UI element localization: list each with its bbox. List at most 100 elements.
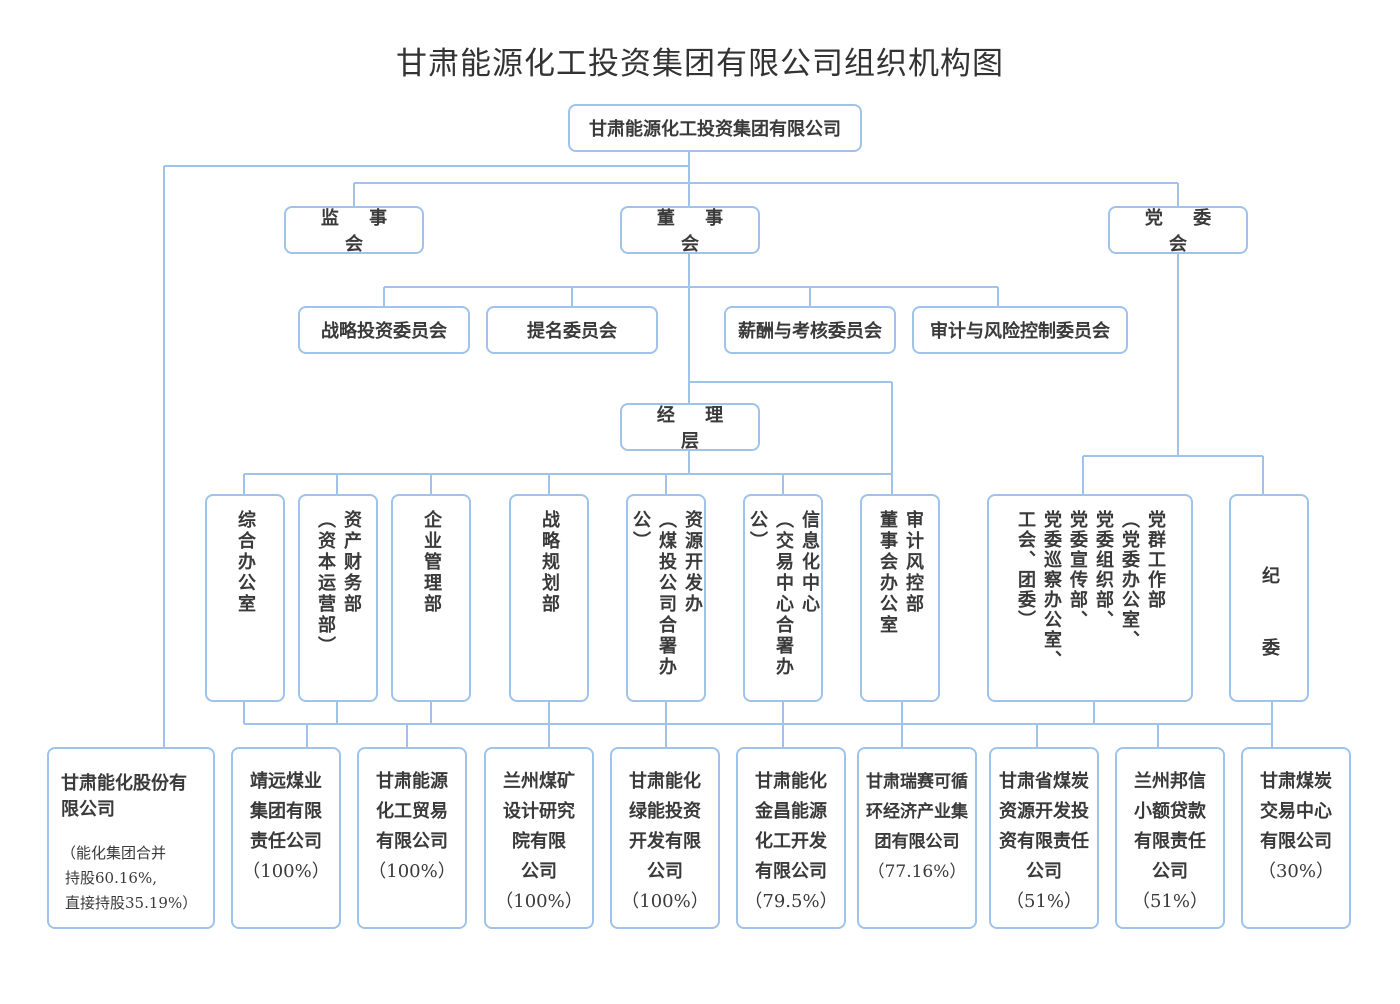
subsidiary-name-line: 环经济产业集 bbox=[866, 802, 968, 822]
department-finance: 资产财务部（资本运营部） bbox=[298, 494, 378, 702]
subsidiary-name-line: 化工开发 bbox=[755, 831, 827, 852]
subsidiary-name-line: 甘肃能化 bbox=[629, 771, 701, 792]
subsidiary-name-line: 兰州煤矿 bbox=[503, 771, 575, 792]
subsidiary-note: （能化集团合并 bbox=[61, 844, 167, 862]
committee-label: 战略投资委员会 bbox=[321, 321, 447, 342]
subsidiary-coal-design-institute: 兰州煤矿 设计研究 院有限 公司 （100%） bbox=[484, 747, 594, 929]
department-label: 战略规划部 bbox=[539, 510, 560, 615]
subsidiary-name-line: 资有限责任 bbox=[999, 831, 1089, 852]
committee-audit-risk-box: 审计与风险控制委员会 bbox=[912, 306, 1128, 354]
subsidiary-name-line: 有限公司 bbox=[1259, 831, 1332, 852]
subsidiary-name-line: 甘肃省煤炭 bbox=[999, 771, 1089, 792]
subsidiary-name-line: 有限公司 bbox=[755, 861, 827, 882]
department-label: 综合办公室 bbox=[235, 510, 256, 615]
department-general-office: 综合办公室 bbox=[205, 494, 285, 702]
department-audit-board-office: 审计风控部董事会办公室 bbox=[860, 494, 940, 702]
subsidiary-name-line: 甘肃能源 bbox=[376, 771, 448, 792]
subsidiary-name-line: 甘肃煤炭 bbox=[1259, 771, 1332, 792]
subsidiary-name-line: 化工贸易 bbox=[376, 801, 448, 822]
department-label: 资源开发办 bbox=[682, 510, 703, 615]
subsidiary-gansu-energy-chemical-shares: 甘肃能化股份有限公司 （能化集团合并 持股60.16%, 直接持股35.19%） bbox=[47, 747, 215, 929]
subsidiary-share: （100%） bbox=[368, 861, 456, 882]
subsidiary-name-line: 资源开发投 bbox=[999, 801, 1089, 822]
subsidiary-name-line: 开发有限 bbox=[629, 831, 701, 852]
department-sublabel: （煤投公司合署办公） bbox=[630, 510, 677, 678]
committee-nomination-box: 提名委员会 bbox=[486, 306, 658, 354]
subsidiary-name-line: 公司 bbox=[1026, 861, 1062, 882]
department-strategic-planning: 战略规划部 bbox=[509, 494, 589, 702]
board-of-directors-box: 董 事 会 bbox=[620, 206, 760, 255]
subsidiary-name-line: 设计研究 bbox=[503, 801, 575, 822]
subsidiary-green-energy: 甘肃能化 绿能投资 开发有限 公司 （100%） bbox=[610, 747, 720, 929]
subsidiary-energy-trade: 甘肃能源 化工贸易 有限公司 （100%） bbox=[357, 747, 467, 929]
department-label: 企业管理部 bbox=[421, 510, 442, 615]
subsidiary-note: 持股60.16%, bbox=[65, 869, 157, 887]
management-label: 经 理 层 bbox=[656, 405, 736, 452]
management-box: 经 理 层 bbox=[620, 403, 760, 452]
subsidiary-name-line: 院有限 bbox=[512, 831, 566, 852]
subsidiary-name-line: 有限公司 bbox=[376, 831, 448, 852]
subsidiary-name-line: 绿能投资 bbox=[629, 801, 701, 822]
subsidiary-note: 直接持股35.19%） bbox=[65, 894, 198, 912]
subsidiary-name-line: 兰州邦信 bbox=[1133, 771, 1206, 792]
committee-strategy-box: 战略投资委员会 bbox=[298, 306, 470, 354]
subsidiary-name-line: 甘肃能化 bbox=[755, 771, 827, 792]
department-label: 董事会办公室 bbox=[877, 510, 898, 636]
subsidiary-name-line: 责任公司 bbox=[250, 831, 322, 852]
party-committee-box: 党 委 会 bbox=[1108, 206, 1248, 255]
subsidiary-name-line: 公司 bbox=[647, 861, 683, 882]
subsidiary-name-line: 交易中心 bbox=[1259, 801, 1332, 822]
subsidiary-coal-trading-center: 甘肃煤炭 交易中心 有限公司 （30%） bbox=[1241, 747, 1351, 929]
root-company-label: 甘肃能源化工投资集团有限公司 bbox=[589, 119, 841, 140]
party-department-sublabel: （党委办公室、 bbox=[1119, 510, 1140, 650]
committee-label: 审计与风险控制委员会 bbox=[930, 321, 1110, 342]
department-label: 资产财务部 bbox=[341, 510, 362, 615]
subsidiary-coal-resource-investment: 甘肃省煤炭 资源开发投 资有限责任 公司 （51%） bbox=[989, 747, 1099, 929]
subsidiary-name-line: 小额贷款 bbox=[1133, 801, 1206, 822]
subsidiary-name-line: 集团有限 bbox=[250, 801, 322, 822]
party-department-sublabel: 党委宣传部、 bbox=[1067, 510, 1088, 630]
subsidiary-share: （79.5%） bbox=[744, 891, 838, 912]
supervisory-board-label: 监 事 会 bbox=[320, 208, 400, 255]
board-of-directors-label: 董 事 会 bbox=[656, 208, 736, 255]
committee-label: 薪酬与考核委员会 bbox=[738, 321, 882, 342]
department-information-center: 信息化中心（交易中心合署办公） bbox=[743, 494, 823, 702]
chart-title: 甘肃能源化工投资集团有限公司组织机构图 bbox=[396, 46, 1004, 82]
subsidiary-name-line: 金昌能源 bbox=[755, 801, 827, 822]
subsidiary-name-line: 有限责任 bbox=[1133, 831, 1206, 852]
committee-compensation-box: 薪酬与考核委员会 bbox=[724, 306, 896, 354]
department-sublabel: （资本运营部） bbox=[315, 510, 336, 657]
subsidiary-jingyuan-coal: 靖远煤业 集团有限 责任公司 （100%） bbox=[231, 747, 341, 929]
discipline-label: 纪 委 bbox=[1259, 566, 1280, 662]
subsidiary-share: （100%） bbox=[495, 891, 583, 912]
discipline-committee: 纪 委 bbox=[1229, 494, 1309, 702]
subsidiary-share: （100%） bbox=[242, 861, 330, 882]
party-committee-label: 党 委 会 bbox=[1144, 208, 1224, 255]
subsidiary-bangxin-microloan: 兰州邦信 小额贷款 有限责任 公司 （51%） bbox=[1115, 747, 1225, 929]
subsidiary-ruisai-recycling: 甘肃瑞赛可循 环经济产业集 团有限公司 （77.16%） bbox=[857, 747, 977, 929]
department-sublabel: （交易中心合署办公） bbox=[747, 510, 794, 678]
subsidiary-share: （100%） bbox=[621, 891, 709, 912]
department-resource-development: 资源开发办（煤投公司合署办公） bbox=[626, 494, 706, 702]
subsidiary-name: 甘肃能化股份有限公司 bbox=[61, 773, 187, 820]
subsidiary-share: （77.16%） bbox=[867, 862, 967, 882]
subsidiary-share: （51%） bbox=[1005, 891, 1082, 912]
root-company-box: 甘肃能源化工投资集团有限公司 bbox=[568, 104, 862, 152]
department-label: 信息化中心 bbox=[799, 510, 820, 615]
party-department-sublabel: 党委巡察办公室、 bbox=[1041, 510, 1062, 670]
party-department-sublabel: 党委组织部、 bbox=[1093, 510, 1114, 630]
subsidiary-jinchang-energy: 甘肃能化 金昌能源 化工开发 有限公司 （79.5%） bbox=[736, 747, 846, 929]
party-work-department: 党群工作部 （党委办公室、 党委组织部、 党委宣传部、 党委巡察办公室、 工会、… bbox=[987, 494, 1193, 702]
committee-label: 提名委员会 bbox=[527, 321, 617, 342]
subsidiary-share: （51%） bbox=[1131, 891, 1208, 912]
subsidiary-name-line: 公司 bbox=[521, 861, 557, 882]
subsidiary-name-line: 靖远煤业 bbox=[250, 771, 322, 792]
subsidiary-share: （30%） bbox=[1257, 861, 1334, 882]
department-label: 审计风控部 bbox=[903, 510, 924, 615]
subsidiary-name-line: 公司 bbox=[1151, 861, 1188, 882]
department-enterprise-management: 企业管理部 bbox=[391, 494, 471, 702]
party-department-sublabel: 工会、团委） bbox=[1015, 510, 1036, 630]
supervisory-board-box: 监 事 会 bbox=[284, 206, 424, 255]
party-department-label: 党群工作部 bbox=[1145, 510, 1166, 610]
